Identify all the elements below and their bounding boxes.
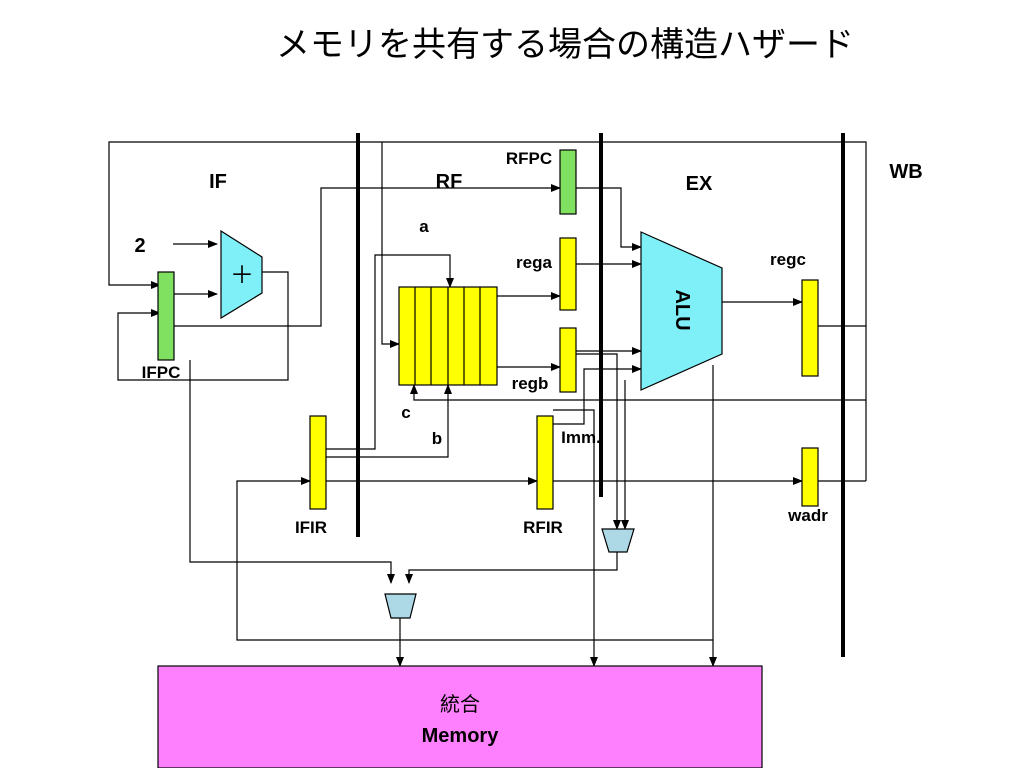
memory-address-mux <box>384 593 417 619</box>
rega-register <box>559 237 577 311</box>
wire-memory-ifir <box>236 477 713 641</box>
regb-register <box>559 327 577 393</box>
wadr-label: wadr <box>787 506 828 525</box>
wadr-register <box>801 447 819 507</box>
rega-label: rega <box>516 253 552 272</box>
rfir-register <box>536 415 554 510</box>
data-mux <box>601 528 635 553</box>
slide-title: メモリを共有する場合の構造ハザード <box>276 25 854 65</box>
port-a-label: a <box>419 217 429 236</box>
pc-adder <box>220 229 263 320</box>
ifir-label: IFIR <box>295 518 327 537</box>
alu <box>640 231 723 391</box>
memory-label-line2: Memory <box>422 725 500 747</box>
stage-label-rf: RF <box>436 171 463 193</box>
wire-adder-ifpc-loop <box>117 271 289 381</box>
stage-label-if: IF <box>209 171 227 193</box>
adder-plus-sign: ＋ <box>230 261 254 289</box>
regc-label: regc <box>770 250 806 269</box>
regb-label: regb <box>512 374 549 393</box>
memory-label-line1: 統合 <box>440 692 480 716</box>
wire-pc-feedback <box>108 141 867 326</box>
rfir-label: RFIR <box>523 518 563 537</box>
wire-imm-alu <box>553 365 642 425</box>
wire-dmux-mux <box>405 552 618 584</box>
wire-ifir-b <box>326 384 452 458</box>
rfpc-register <box>559 149 577 215</box>
ifpc-label: IFPC <box>142 363 181 382</box>
wire-ifpc-rfpc <box>174 184 561 327</box>
wire-ifpc-mux <box>189 360 395 584</box>
regc-register <box>801 279 819 377</box>
port-b-label: b <box>432 429 442 448</box>
constant-2-label: 2 <box>134 235 145 257</box>
stage-label-ex: EX <box>686 173 713 195</box>
ifir-register <box>309 415 327 510</box>
wire-rfpc-alu <box>576 187 642 251</box>
imm-label: Imm. <box>561 428 601 447</box>
wire-loop-rf <box>381 142 400 348</box>
port-c-label: c <box>401 403 410 422</box>
wire-rfir-memory <box>553 409 598 667</box>
stage-label-wb: WB <box>889 161 922 183</box>
alu-label: ALU <box>671 289 693 330</box>
wire-ifir-a <box>326 254 454 450</box>
wire-regb-dmux <box>576 353 621 530</box>
register-file <box>398 286 498 386</box>
unified-memory <box>157 665 763 768</box>
ifpc-register <box>157 271 175 361</box>
rfpc-label: RFPC <box>506 149 552 168</box>
